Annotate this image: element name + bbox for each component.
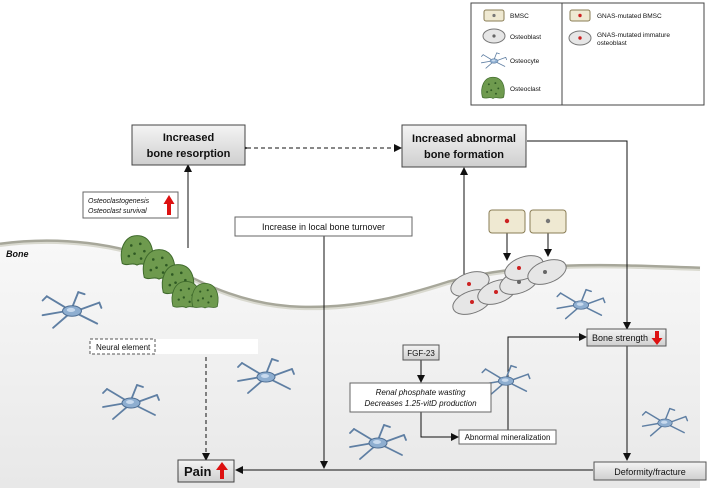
svg-text:bone resorption: bone resorption (147, 148, 231, 160)
deformity-fracture-box: Deformity/fracture (593, 461, 707, 481)
osteoclastogenesis-box: Osteoclastogenesis Osteoclast survival (82, 191, 179, 219)
legend: BMSC Osteoblast Osteocyte Osteoclast GNA… (470, 2, 705, 106)
svg-text:Neural element: Neural element (96, 343, 151, 352)
svg-text:Renal phosphate wasting: Renal phosphate wasting (376, 388, 466, 397)
up-arrow-icon (216, 462, 228, 479)
svg-text:Abnormal mineralization: Abnormal mineralization (465, 433, 551, 442)
down-arrow-icon (651, 331, 663, 345)
osteoblast-cluster (450, 255, 567, 315)
increased-abnormal-bone-formation-box: Increased abnormal bone formation (401, 124, 527, 168)
svg-text:Decreases 1.25-vitD production: Decreases 1.25-vitD production (364, 399, 477, 408)
svg-text:Increased: Increased (163, 132, 214, 144)
svg-text:Pain: Pain (184, 464, 212, 479)
bone-label: Bone (6, 249, 29, 259)
bmsc-cells (488, 209, 567, 234)
neural-element-box: Neural element (89, 338, 258, 355)
svg-text:Bone strength: Bone strength (592, 333, 648, 343)
pain-box: Pain (177, 459, 235, 483)
svg-text:Increased abnormal: Increased abnormal (412, 133, 516, 145)
renal-phosphate-box: Renal phosphate wasting Decreases 1.25-v… (349, 382, 492, 413)
legend-osteocyte-label: Osteocyte (510, 58, 540, 65)
legend-osteoclast-label: Osteoclast (510, 86, 541, 93)
bone-strength-box: Bone strength (586, 328, 667, 347)
svg-text:Deformity/fracture: Deformity/fracture (614, 467, 686, 477)
svg-text:FGF-23: FGF-23 (407, 349, 435, 358)
legend-osteoclast-icon (481, 76, 505, 99)
bone-region (0, 240, 700, 488)
svg-text:Osteoclast survival: Osteoclast survival (88, 208, 147, 215)
legend-bmsc-label: BMSC (510, 13, 529, 20)
svg-text:Osteoclastogenesis: Osteoclastogenesis (88, 198, 150, 205)
legend-osteoblast-label: Osteoblast (510, 34, 541, 41)
up-arrow-icon (163, 195, 175, 215)
svg-text:Increase in local bone turnove: Increase in local bone turnover (262, 222, 385, 232)
legend-gnas-bmsc-label: GNAS-mutated BMSC (597, 13, 662, 20)
local-bone-turnover-box: Increase in local bone turnover (234, 216, 413, 237)
abnormal-mineralization-box: Abnormal mineralization (458, 429, 557, 445)
legend-gnas-immature-label: GNAS-mutated immature (597, 32, 670, 39)
svg-text:osteoblast: osteoblast (597, 40, 627, 47)
fgf23-box: FGF-23 (402, 344, 440, 361)
increased-bone-resorption-box: Increased bone resorption (131, 124, 246, 166)
svg-text:bone formation: bone formation (424, 149, 504, 161)
connectors (184, 140, 631, 474)
